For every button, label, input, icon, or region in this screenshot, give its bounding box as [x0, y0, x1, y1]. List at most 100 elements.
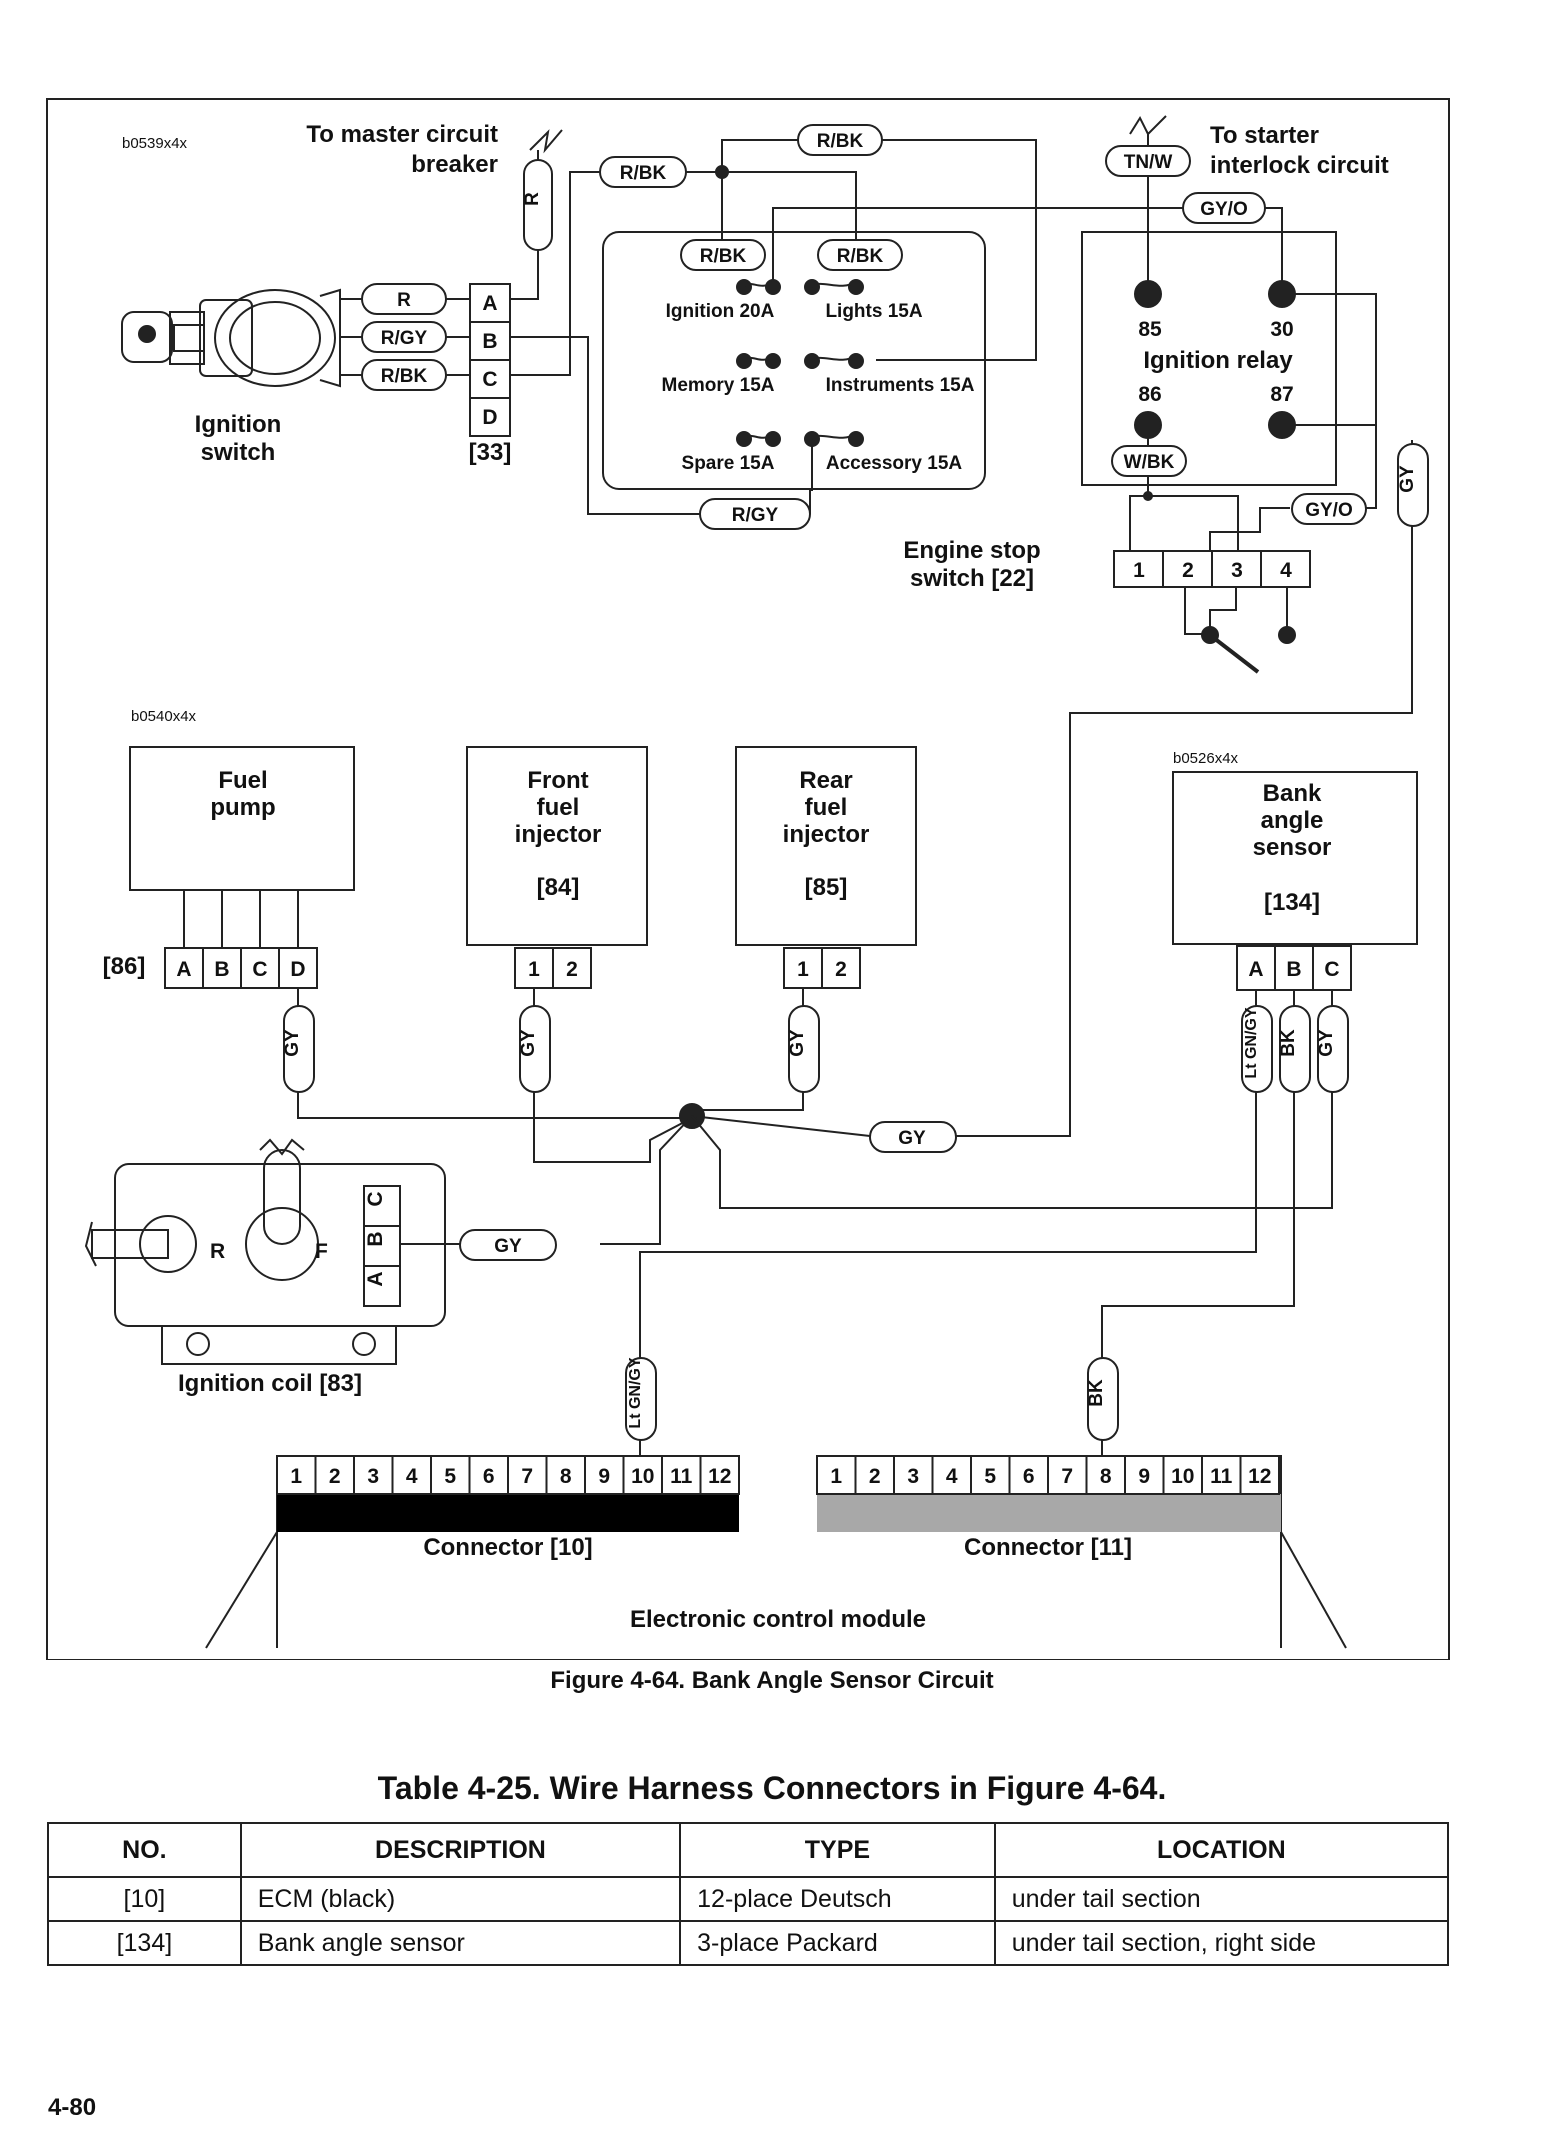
pin-83-c: C: [364, 1191, 387, 1206]
starter-label-2: interlock circuit: [1210, 152, 1389, 179]
pin-85-1: 1: [797, 958, 809, 981]
wire-tag-r-a: R: [397, 290, 411, 311]
wire-tag-bk-ecm: BK: [1086, 1379, 1107, 1407]
ecm-10-pin-7: 7: [521, 1465, 533, 1488]
fuse-instruments-icon: [804, 353, 864, 369]
pin-33-a: A: [482, 292, 497, 315]
ecm-11-pin-12: 12: [1248, 1465, 1271, 1488]
bank-angle-label-1: Bank: [1263, 780, 1322, 807]
header-location: LOCATION: [993, 1822, 1450, 1878]
pin-33-c: C: [482, 368, 497, 391]
wire-tag-gyo-2: GY/O: [1305, 500, 1353, 521]
connector-10-label: Connector [10]: [423, 1534, 592, 1561]
ecm-10-pin-12: 12: [708, 1465, 731, 1488]
starter-label-1: To starter: [1210, 122, 1319, 149]
diagram-id-bank: b0526x4x: [1173, 750, 1239, 767]
wire-tag-wbk: W/BK: [1124, 452, 1175, 473]
pin-22-4: 4: [1280, 559, 1292, 582]
wire-tag-rbk-fuse-2: R/BK: [837, 246, 884, 267]
ecm-11-pin-11: 11: [1210, 1465, 1233, 1488]
front-injector-label-3: injector: [515, 821, 602, 848]
ecm-10-pin-11: 11: [670, 1465, 693, 1488]
table-row: [10] ECM (black) 12-place Deutsch under …: [47, 1876, 1450, 1922]
pin-83-b: B: [364, 1231, 387, 1246]
fuse-ignition-label: Ignition 20A: [666, 301, 775, 322]
pin-85-2: 2: [835, 958, 847, 981]
relay-terminal-87: 87: [1270, 383, 1293, 406]
ecm-11-pin-10: 10: [1171, 1465, 1194, 1488]
ecm-11-pin-9: 9: [1138, 1465, 1150, 1488]
rear-injector-label-1: Rear: [799, 767, 852, 794]
pin-83-a: A: [364, 1271, 387, 1286]
bank-angle-label-3: sensor: [1253, 834, 1332, 861]
pin-84-1: 1: [528, 958, 540, 981]
ignition-switch-label-1: Ignition: [195, 411, 282, 438]
engine-stop-label-2: switch [22]: [910, 565, 1034, 592]
pin-134-c: C: [1324, 958, 1339, 981]
wire-tag-gyo-1: GY/O: [1200, 199, 1248, 220]
pin-22-3: 3: [1231, 559, 1243, 582]
wire-tag-ltgngy-ecm: Lt GN/GY: [627, 1357, 644, 1428]
engine-stop-label-1: Engine stop: [903, 537, 1040, 564]
front-injector-label-1: Front: [527, 767, 588, 794]
pin-86-c: C: [252, 958, 267, 981]
coil-r-tower-icon: [84, 1215, 197, 1273]
pin-86-b: B: [214, 958, 229, 981]
master-breaker-label-1: To master circuit: [306, 121, 498, 148]
ecm-10-pin-10: 10: [631, 1465, 654, 1488]
ignition-switch-connector: [33]: [469, 439, 512, 466]
front-injector-connector: [84]: [537, 874, 580, 901]
front-injector-label-2: fuel: [537, 794, 580, 821]
ecm-11-pin-3: 3: [907, 1465, 919, 1488]
wire-tag-gy-rear: GY: [787, 1029, 808, 1057]
rear-injector-connector: [85]: [805, 874, 848, 901]
fuse-memory-label: Memory 15A: [662, 375, 775, 396]
table-header-row: NO. DESCRIPTION TYPE LOCATION: [47, 1822, 1450, 1878]
ecm-11-pin-1: 1: [830, 1465, 842, 1488]
diagram-frame: [46, 98, 1450, 1660]
fuse-instruments-label: Instruments 15A: [826, 375, 975, 396]
master-breaker-label-2: breaker: [411, 151, 498, 178]
pin-134-a: A: [1248, 958, 1263, 981]
coil-f-tower-icon: [245, 1138, 319, 1281]
wire-tag-gy-front: GY: [518, 1029, 539, 1057]
ecm-10-pin-box-12: [699, 1455, 740, 1495]
wire-tag-rbk-2: R/BK: [817, 131, 864, 152]
connector-11-band: [817, 1494, 1281, 1532]
fuse-memory-icon: [736, 353, 781, 369]
wire-tag-rbk-c: R/BK: [381, 366, 428, 387]
cell-type: 12-place Deutsch: [679, 1876, 996, 1922]
bank-angle-connector: [134]: [1264, 889, 1320, 916]
connector-10-band: [277, 1494, 739, 1532]
fuel-pump-label-1: Fuel: [218, 767, 267, 794]
ecm-10-pin-5: 5: [444, 1465, 456, 1488]
wire-tag-gy-c: GY: [1316, 1029, 1337, 1057]
rear-injector-label-3: injector: [783, 821, 870, 848]
wire-harness-table: NO. DESCRIPTION TYPE LOCATION [10] ECM (…: [47, 1822, 1450, 1966]
fuse-spare-icon: [736, 431, 781, 447]
fuse-lights-icon: [804, 279, 864, 295]
ecm-11-pin-box-12: [1239, 1455, 1280, 1495]
ecm-11-pin-6: 6: [1023, 1465, 1035, 1488]
pin-22-1: 1: [1133, 559, 1145, 582]
cell-description: Bank angle sensor: [239, 1920, 682, 1966]
ignition-coil-label: Ignition coil [83]: [178, 1370, 362, 1397]
ecm-10-pin-3: 3: [367, 1465, 379, 1488]
pin-86-a: A: [176, 958, 191, 981]
header-type: TYPE: [679, 1822, 996, 1878]
diagram-id-middle: b0540x4x: [131, 708, 197, 725]
fuel-pump-label-2: pump: [210, 794, 275, 821]
figure-caption: Figure 4-64. Bank Angle Sensor Circuit: [550, 1667, 994, 1694]
header-no: NO.: [47, 1822, 242, 1878]
ecm-10-pin-8: 8: [560, 1465, 572, 1488]
ecm-10-pin-1: 1: [290, 1465, 302, 1488]
bank-angle-sensor-circuit-diagram: b0539x4x b0540x4x b0526x4x: [46, 98, 1450, 1660]
pin-33-d: D: [482, 406, 497, 429]
wire-tag-rgy-b: R/GY: [381, 328, 428, 349]
fuse-accessory-label: Accessory 15A: [826, 453, 963, 474]
diagram-id-top: b0539x4x: [122, 135, 188, 152]
relay-terminal-86: 86: [1138, 383, 1161, 406]
fuse-spare-label: Spare 15A: [682, 453, 775, 474]
cell-description: ECM (black): [239, 1876, 682, 1922]
pin-84-2: 2: [566, 958, 578, 981]
